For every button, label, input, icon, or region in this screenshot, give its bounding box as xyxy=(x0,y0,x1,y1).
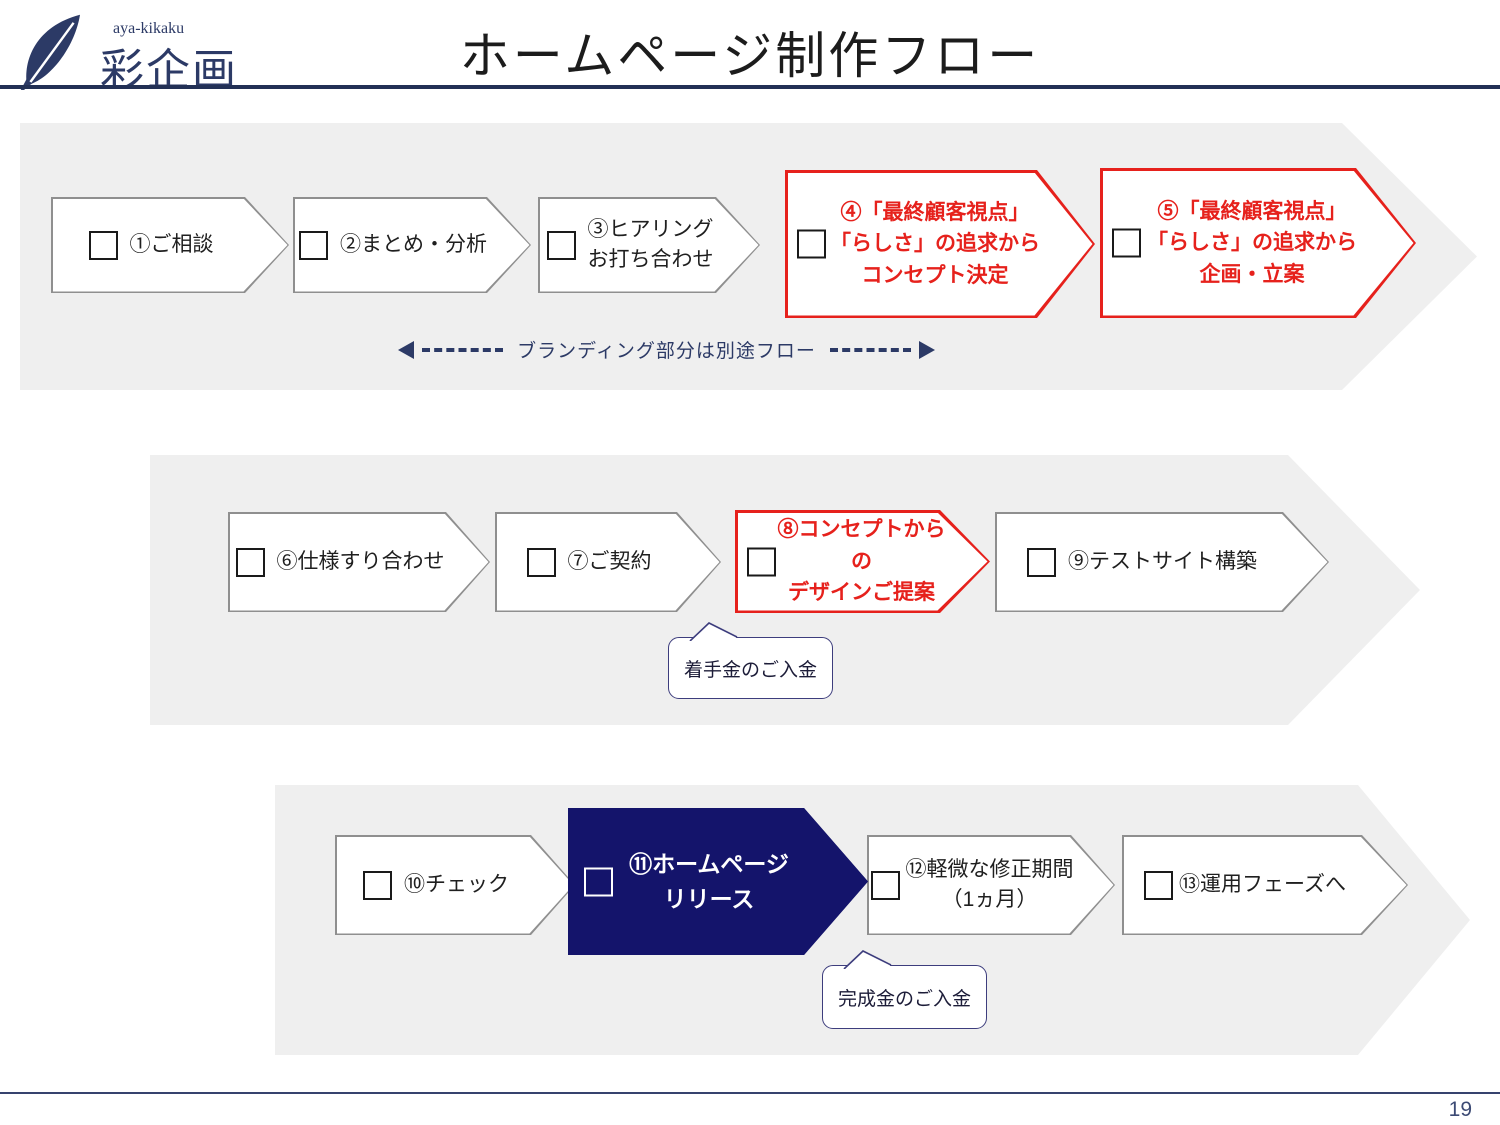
step-label: ⑧コンセプトからの デザインご提案 xyxy=(777,518,946,605)
step-5-planning: ⑤「最終顧客視点」 「らしさ」の追求から 企画・立案 xyxy=(1100,168,1416,318)
callout-text: 完成金のご入金 xyxy=(837,988,971,1010)
branding-note-text: ブランディング部分は別途フロー xyxy=(517,341,816,362)
checkbox[interactable] xyxy=(1112,228,1141,258)
arrow-left-icon xyxy=(398,340,414,359)
step-label: ⑤「最終顧客視点」 「らしさ」の追求から 企画・立案 xyxy=(1147,199,1357,286)
callout-deposit-payment: 着手金のご入金 xyxy=(668,622,833,699)
checkbox[interactable] xyxy=(363,870,392,900)
callout-final-payment: 完成金のご入金 xyxy=(822,950,987,1029)
checkbox[interactable] xyxy=(747,547,776,576)
step-3-hearing-meeting: ③ヒアリング お打ち合わせ xyxy=(538,197,760,293)
step-label: ⑪ホームページ リリース xyxy=(629,851,789,912)
step-12-minor-fix-period: ⑫軽微な修正期間 （1ヵ月） xyxy=(867,835,1115,935)
header-divider xyxy=(0,85,1500,89)
step-label: ③ヒアリング お打ち合わせ xyxy=(587,217,714,271)
logo-subtitle: aya-kikaku xyxy=(113,20,185,37)
step-label: ⑩チェック xyxy=(404,872,509,896)
checkbox[interactable] xyxy=(546,230,576,260)
checkbox[interactable] xyxy=(235,547,265,577)
step-label: ④「最終顧客視点」 「らしさ」の追求から コンセプト決定 xyxy=(830,200,1040,287)
checkbox[interactable] xyxy=(299,230,328,260)
checkbox[interactable] xyxy=(870,870,900,900)
step-label: ⑨テストサイト構築 xyxy=(1068,549,1257,573)
step-1-consultation: ①ご相談 xyxy=(51,197,289,293)
step-4-concept-decision: ④「最終顧客視点」 「らしさ」の追求から コンセプト決定 xyxy=(785,170,1095,318)
step-label: ⑫軽微な修正期間 （1ヵ月） xyxy=(905,857,1074,911)
checkbox[interactable] xyxy=(1144,870,1174,900)
step-label: ②まとめ・分析 xyxy=(340,232,487,256)
feather-quill-icon xyxy=(20,14,80,90)
step-11-homepage-release: ⑪ホームページ リリース xyxy=(568,808,868,955)
checkbox[interactable] xyxy=(88,230,118,260)
page-number: 19 xyxy=(1448,1098,1472,1121)
checkbox[interactable] xyxy=(526,547,556,577)
checkbox[interactable] xyxy=(584,867,613,896)
step-7-contract: ⑦ご契約 xyxy=(495,512,721,612)
step-10-check: ⑩チェック xyxy=(335,835,575,935)
step-label: ⑬運用フェーズへ xyxy=(1179,872,1346,896)
checkbox[interactable] xyxy=(1027,547,1056,577)
page-title: ホームページ制作フロー xyxy=(459,28,1041,84)
footer-divider xyxy=(0,1092,1500,1094)
step-label: ⑦ご契約 xyxy=(567,549,652,573)
step-8-design-proposal: ⑧コンセプトからの デザインご提案 xyxy=(735,510,990,613)
branding-note-arrow: ブランディング部分は別途フロー xyxy=(398,336,936,363)
callout-text: 着手金のご入金 xyxy=(683,659,817,681)
step-6-spec-alignment: ⑥仕様すり合わせ xyxy=(228,512,490,612)
bubble-tail-icon xyxy=(843,950,892,969)
step-9-test-site-build: ⑨テストサイト構築 xyxy=(995,512,1329,612)
step-label: ⑥仕様すり合わせ xyxy=(276,549,445,573)
bubble-tail-icon xyxy=(689,622,738,641)
step-2-summary-analysis: ②まとめ・分析 xyxy=(293,197,531,293)
step-13-operation-phase: ⑬運用フェーズへ xyxy=(1122,835,1408,935)
checkbox[interactable] xyxy=(797,229,826,259)
arrow-right-icon xyxy=(919,340,936,359)
step-label: ①ご相談 xyxy=(129,232,214,256)
